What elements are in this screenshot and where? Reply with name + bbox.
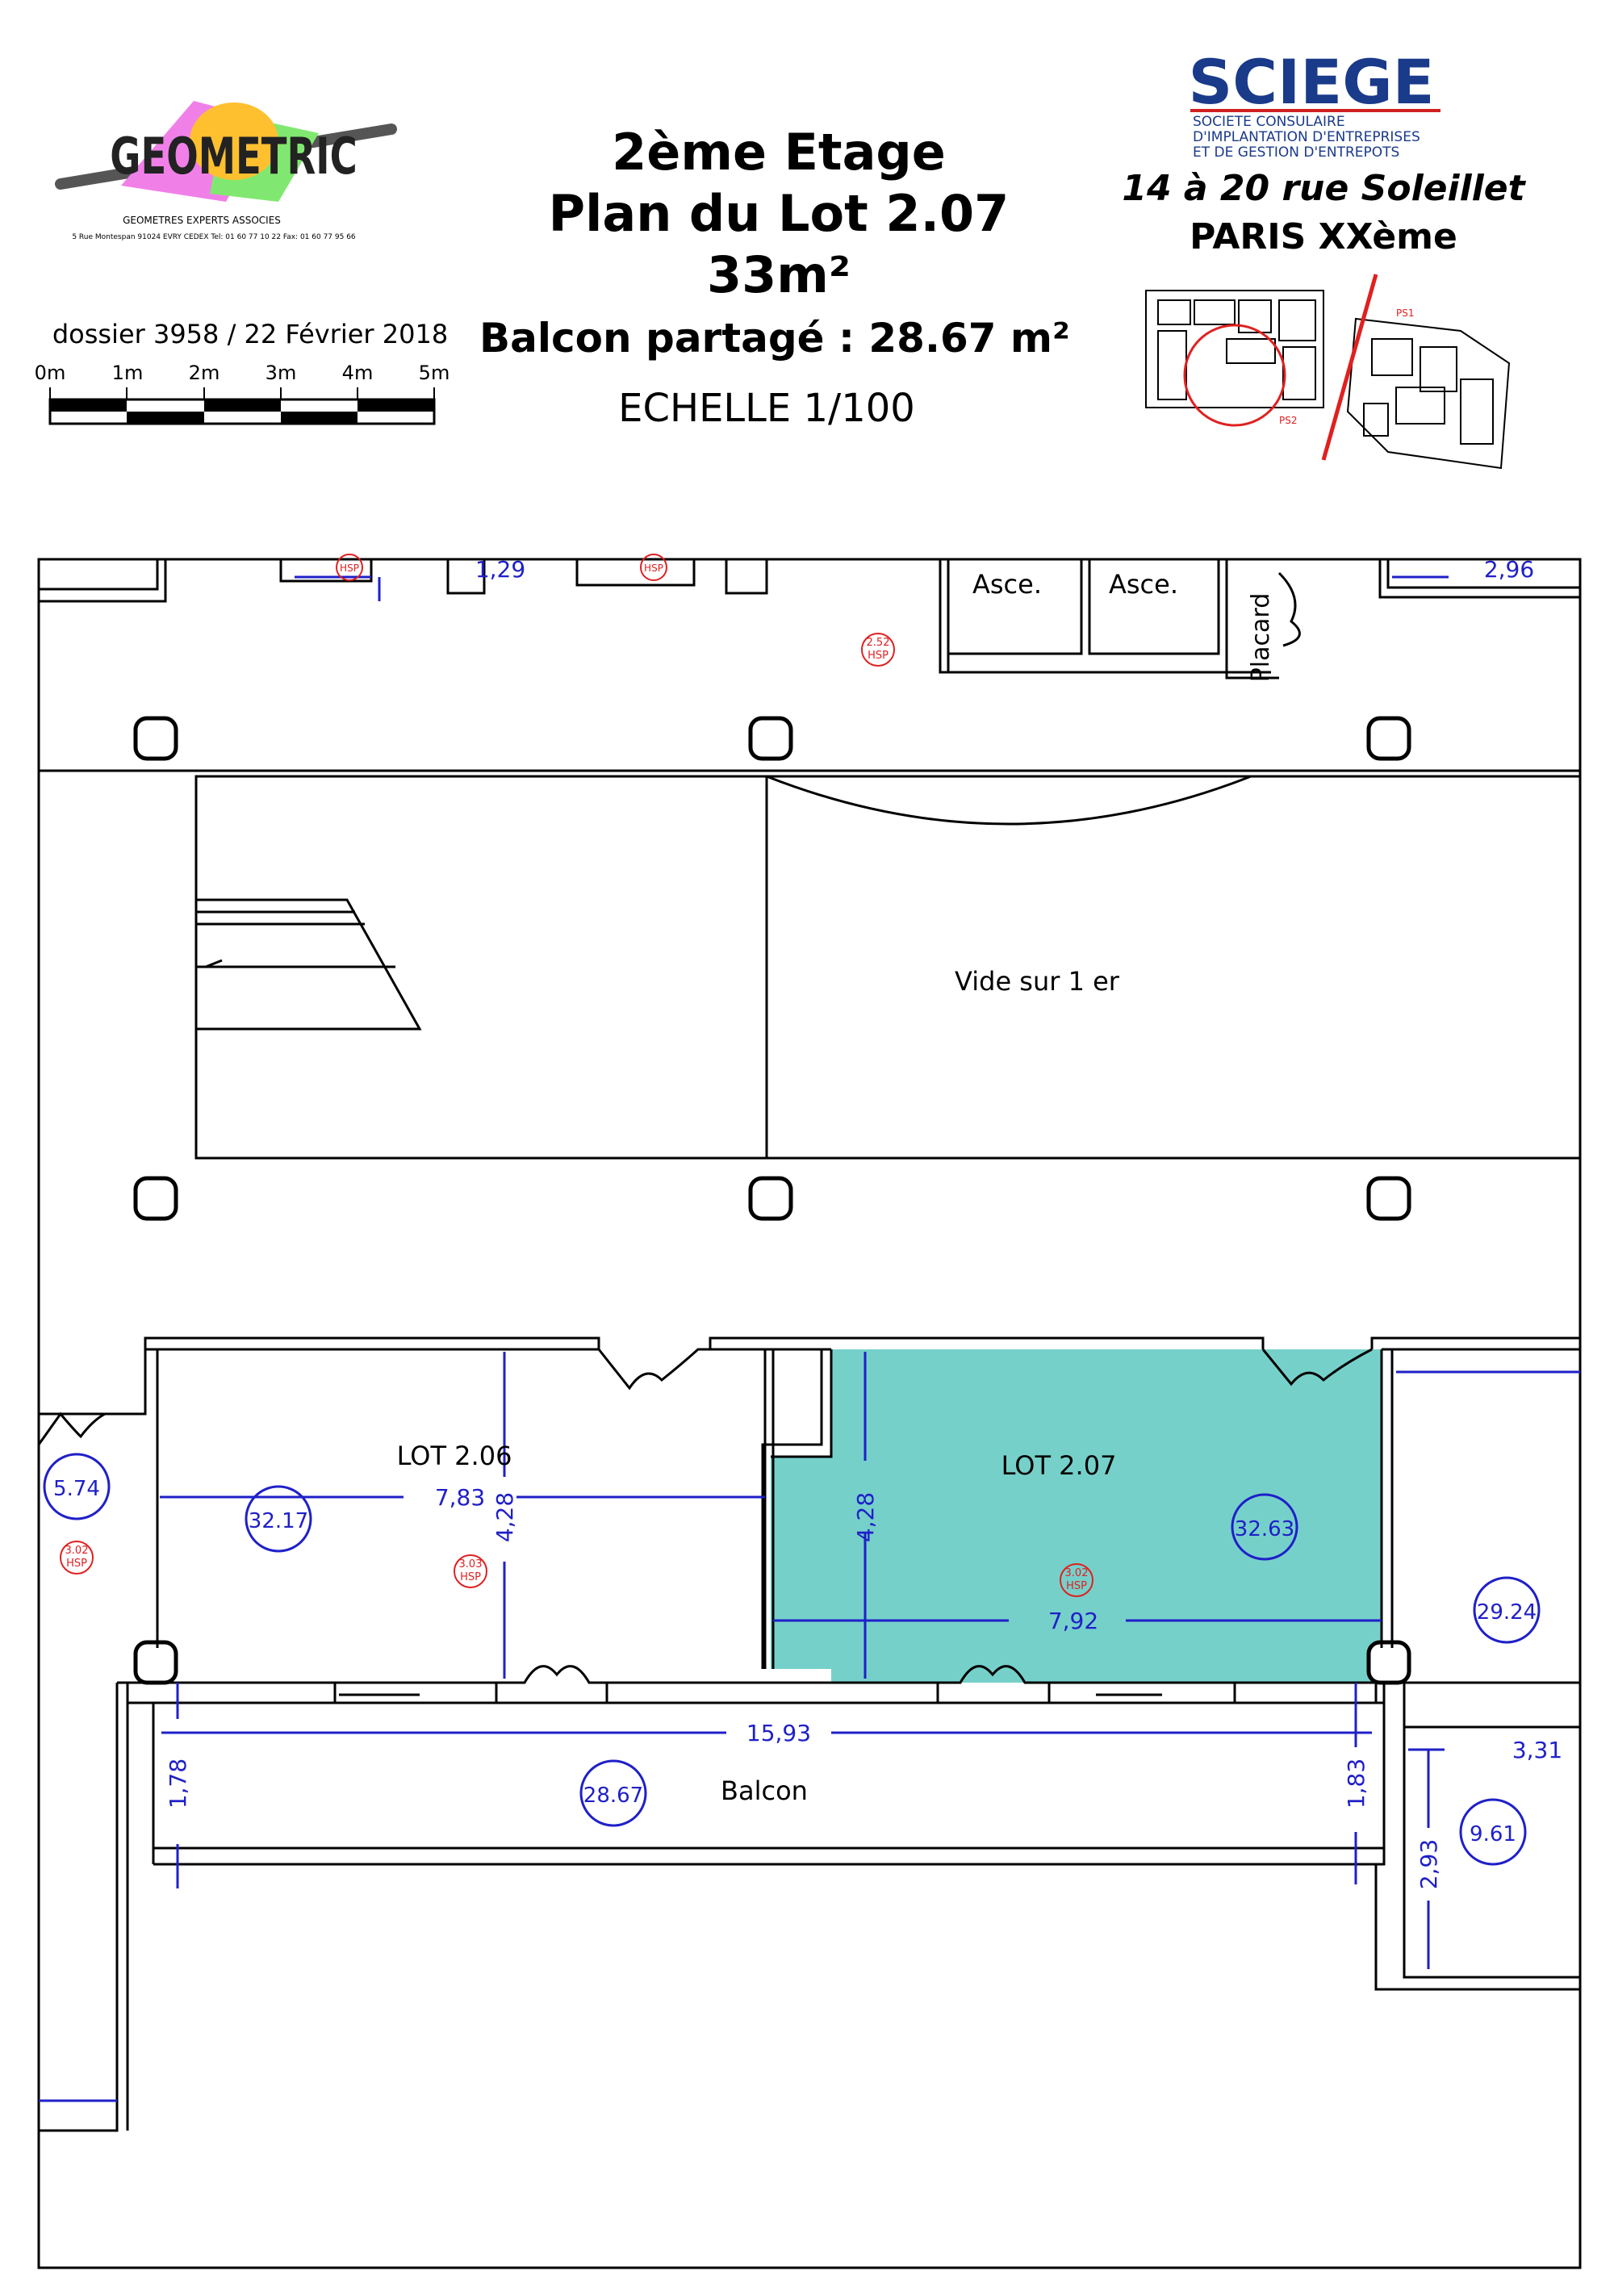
area-3263: 32.63 [1235,1517,1294,1541]
dim-331: 3,31 [1512,1737,1562,1763]
top-walls [39,558,1580,772]
dossier-text: dossier 3958 / 22 Février 2018 [52,319,448,349]
hsp-lot206-height: 3.03 [459,1558,483,1570]
geometric-logo: GEOMETRIC GEOMETRES EXPERTS ASSOCIES 5 R… [55,101,397,241]
scale-label-3: 3m [266,362,297,384]
title-balcony: Balcon partagé : 28.67 m² [479,315,1070,362]
hsp-tl1: HSP [340,562,359,574]
hsp-labels: 2.52 HSP 3.02 HSP 3.03 HSP 3.02 HSP HSP … [65,562,1089,1592]
label-placard: Placard [1247,593,1275,683]
dim-428-lot206: 4,28 [491,1492,518,1542]
dim-129: 1,29 [475,556,525,583]
hsp-markers [60,554,1093,1597]
sciege-name: SCIEGE [1188,46,1434,118]
scale-label-2: 2m [189,362,220,384]
room-labels: Asce. Asce. Placard Vide sur 1 er LOT 2.… [397,569,1275,1806]
area-circles [43,1453,1541,1866]
sheet-title: 2ème Etage Plan du Lot 2.07 33m² Balcon … [479,123,1070,431]
logo-subtitle: GEOMETRES EXPERTS ASSOCIES [123,215,281,226]
address-street: 14 à 20 rue Soleillet [1122,168,1526,209]
dim-428-lot207: 4,28 [852,1492,879,1542]
dim-178: 1,78 [165,1759,191,1809]
scale-label-0: 0m [35,362,66,384]
sciege-line3: ET DE GESTION D'ENTREPOTS [1193,144,1399,161]
scale-label-5: 5m [419,362,450,384]
dim-783: 7,83 [435,1484,485,1511]
label-void: Vide sur 1 er [955,966,1120,997]
office-walls [37,1336,1580,1669]
dim-183: 1,83 [1343,1759,1369,1809]
title-floor: 2ème Etage [612,123,946,182]
balcony-walls [39,1665,1580,2132]
key-plan: PS1 PS2 [1145,274,1511,470]
label-balcon: Balcon [721,1775,808,1806]
dimension-labels: 1,29 2,96 7,83 4,28 4,28 7,92 15,93 1,78… [165,556,1562,1889]
dim-792: 7,92 [1048,1608,1098,1634]
hsp-lot207-label: HSP [1066,1580,1087,1592]
sciege-logo: SCIEGE SOCIETE CONSULAIRE D'IMPLANTATION… [1188,46,1440,161]
sciege-line2: D'IMPLANTATION D'ENTREPRISES [1193,129,1420,145]
keyplan-ps1: PS1 [1396,307,1415,319]
scale-bar: 0m 1m 2m 3m 4m 5m [35,362,450,425]
keyplan-ps2: PS2 [1279,415,1298,426]
area-2924: 29.24 [1477,1600,1537,1625]
dim-296: 2,96 [1484,556,1534,583]
area-2867: 28.67 [583,1784,643,1808]
hsp-tl2: HSP [644,562,663,574]
hsp-lot206-label: HSP [460,1571,481,1583]
dim-1593: 15,93 [746,1720,811,1746]
label-asc-1: Asce. [972,569,1042,600]
logo-text: GEOMETRIC [110,127,357,185]
hsp-lot207-height: 3.02 [1065,1567,1089,1579]
columns [133,716,1411,1685]
area-574: 5.74 [53,1477,100,1501]
lot-207-highlight [771,1349,1382,1683]
logo-address: 5 Rue Montespan 91024 EVRY CEDEX Tel: 01… [72,233,356,241]
title-area: 33m² [707,245,851,304]
area-labels: 5.74 32.17 32.63 29.24 28.67 9.61 [53,1477,1537,1846]
dimension-lines [39,575,1580,2102]
hsp-left-label: HSP [66,1558,87,1570]
area-961: 9.61 [1470,1822,1516,1846]
void-area [194,775,1580,1160]
scale-label-4: 4m [342,362,374,384]
hsp-top-label: HSP [868,650,889,662]
title-scale: ECHELLE 1/100 [618,386,915,431]
hsp-top-height: 2.52 [867,637,890,649]
address-city: PARIS XXème [1190,216,1457,257]
hsp-left-height: 3.02 [65,1545,89,1557]
title-lot: Plan du Lot 2.07 [549,184,1010,243]
label-lot-207: LOT 2.07 [1001,1450,1117,1481]
area-3217: 32.17 [249,1509,308,1533]
label-lot-206: LOT 2.06 [397,1441,512,1471]
label-asc-2: Asce. [1109,569,1178,600]
dim-293: 2,93 [1415,1839,1442,1889]
scale-label-1: 1m [112,362,144,384]
sciege-line1: SOCIETE CONSULAIRE [1193,114,1345,130]
